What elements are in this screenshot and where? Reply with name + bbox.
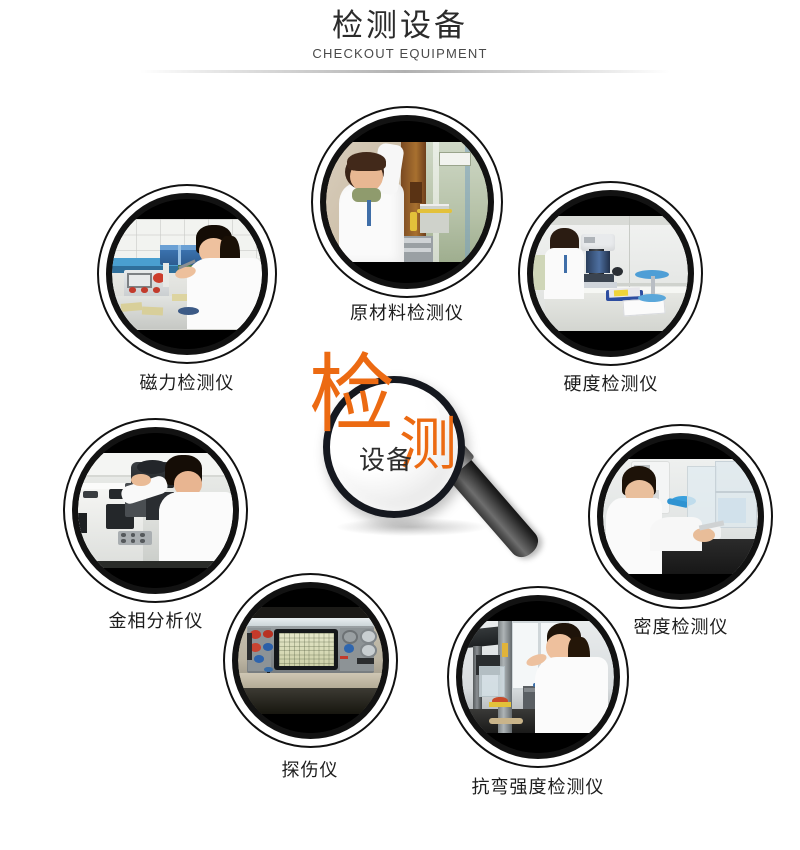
equipment-label-metallographic-analyzer: 金相分析仪 — [108, 611, 204, 631]
equipment-label-bending-strength-tester: 抗弯强度检测仪 — [471, 777, 605, 797]
equipment-node-flaw-detector[interactable]: 探伤仪 — [223, 573, 398, 793]
page-subtitle: CHECKOUT EQUIPMENT — [312, 46, 488, 61]
equipment-photo-metallographic-analyzer — [78, 433, 233, 588]
equipment-photo-magnetic-force-tester — [112, 199, 262, 349]
circle-inner-ring — [106, 193, 268, 355]
page-header: 检测设备 CHECKOUT EQUIPMENT — [0, 0, 800, 80]
equipment-photo-bending-strength-tester — [462, 601, 614, 753]
circle-inner-ring — [597, 433, 764, 600]
equipment-photo-raw-material-tester — [326, 121, 488, 283]
equipment-node-density-tester[interactable]: 密度检测仪 — [588, 424, 773, 652]
badge-word-large: 检 — [309, 347, 395, 443]
equipment-node-bending-strength-tester[interactable]: 抗弯强度检测仪 — [447, 586, 629, 812]
equipment-node-metallographic-analyzer[interactable]: 金相分析仪 — [63, 418, 248, 646]
equipment-label-density-tester: 密度检测仪 — [633, 617, 729, 637]
circle-inner-ring — [320, 115, 494, 289]
page-title: 检测设备 — [332, 8, 468, 43]
equipment-label-magnetic-force-tester: 磁力检测仪 — [139, 373, 235, 393]
center-magnifier-badge: 检 测 设备 — [309, 352, 565, 568]
equipment-node-raw-material-tester[interactable]: 原材料检测仪 — [311, 106, 503, 336]
circle-inner-ring — [456, 595, 620, 759]
equipment-label-raw-material-tester: 原材料检测仪 — [350, 303, 464, 323]
header-divider — [140, 70, 670, 73]
circle-inner-ring — [72, 427, 239, 594]
circle-inner-ring — [232, 582, 389, 739]
equipment-label-hardness-tester: 硬度检测仪 — [563, 374, 659, 394]
equipment-node-magnetic-force-tester[interactable]: 磁力检测仪 — [97, 184, 277, 410]
equipment-photo-hardness-tester — [533, 196, 688, 351]
equipment-node-hardness-tester[interactable]: 硬度检测仪 — [518, 181, 703, 409]
equipment-label-flaw-detector: 探伤仪 — [281, 760, 339, 780]
badge-word-small: 设备 — [359, 445, 414, 475]
equipment-photo-flaw-detector — [238, 588, 383, 733]
magnifier-shadow — [337, 518, 487, 536]
equipment-photo-density-tester — [603, 439, 758, 594]
circle-inner-ring — [527, 190, 694, 357]
